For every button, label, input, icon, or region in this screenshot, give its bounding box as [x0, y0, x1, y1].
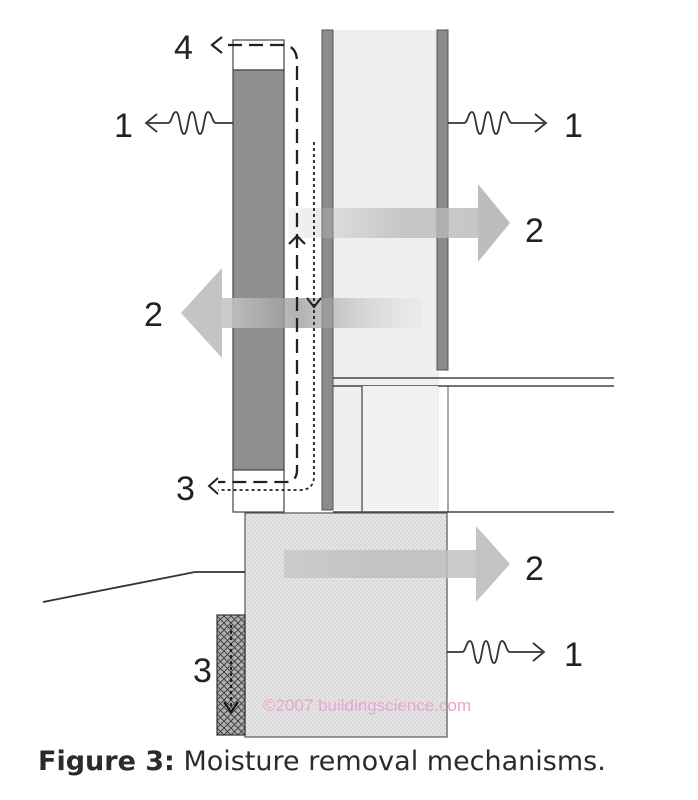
- cladding-panel: [232, 69, 285, 471]
- ground-drainage-arrowhead: [223, 701, 239, 714]
- label-2-foundation: 2: [525, 550, 544, 588]
- drying-wave-bottom-right: [447, 640, 546, 664]
- ventilation-path-4: [218, 43, 299, 484]
- drying-wave-top-left: [144, 111, 233, 135]
- weep-arrowhead: [207, 477, 219, 495]
- drying-wave-top-right: [448, 111, 548, 135]
- label-1-bottom-right: 1: [564, 636, 583, 674]
- drainage-arrowhead-down: [306, 297, 322, 309]
- label-3-weep: 3: [176, 470, 195, 508]
- label-2-upper-right: 2: [525, 212, 544, 250]
- caption-label: Figure 3:: [38, 746, 175, 777]
- drainage-path-cavity: [218, 142, 315, 491]
- vapor-arrow-inward-upper: [288, 184, 510, 262]
- floor-framing: [333, 377, 614, 513]
- caption-text: Moisture removal mechanisms.: [174, 746, 606, 777]
- watermark: ©2007 buildingscience.com: [263, 696, 471, 715]
- cladding-trim-bottom: [232, 469, 285, 513]
- vapor-arrow-foundation: [284, 526, 510, 602]
- label-4-top: 4: [174, 29, 193, 67]
- label-1-top-left: 1: [114, 107, 133, 145]
- label-2-left: 2: [144, 296, 163, 334]
- label-1-top-right: 1: [564, 107, 583, 145]
- moisture-diagram: 4 1 1 2 2 3 2 1 3 ©2007 buildingscience.…: [42, 29, 614, 738]
- figure-caption: Figure 3: Moisture removal mechanisms.: [38, 746, 678, 777]
- vapor-arrow-outward-mid: [181, 268, 422, 358]
- label-3-ground: 3: [193, 652, 212, 690]
- air-arrowhead-up: [288, 234, 306, 245]
- vent-arrowhead-top: [210, 36, 223, 54]
- ground-line: [42, 571, 245, 603]
- exterior-sheathing-board: [321, 29, 334, 511]
- interior-sheathing-board: [436, 29, 449, 371]
